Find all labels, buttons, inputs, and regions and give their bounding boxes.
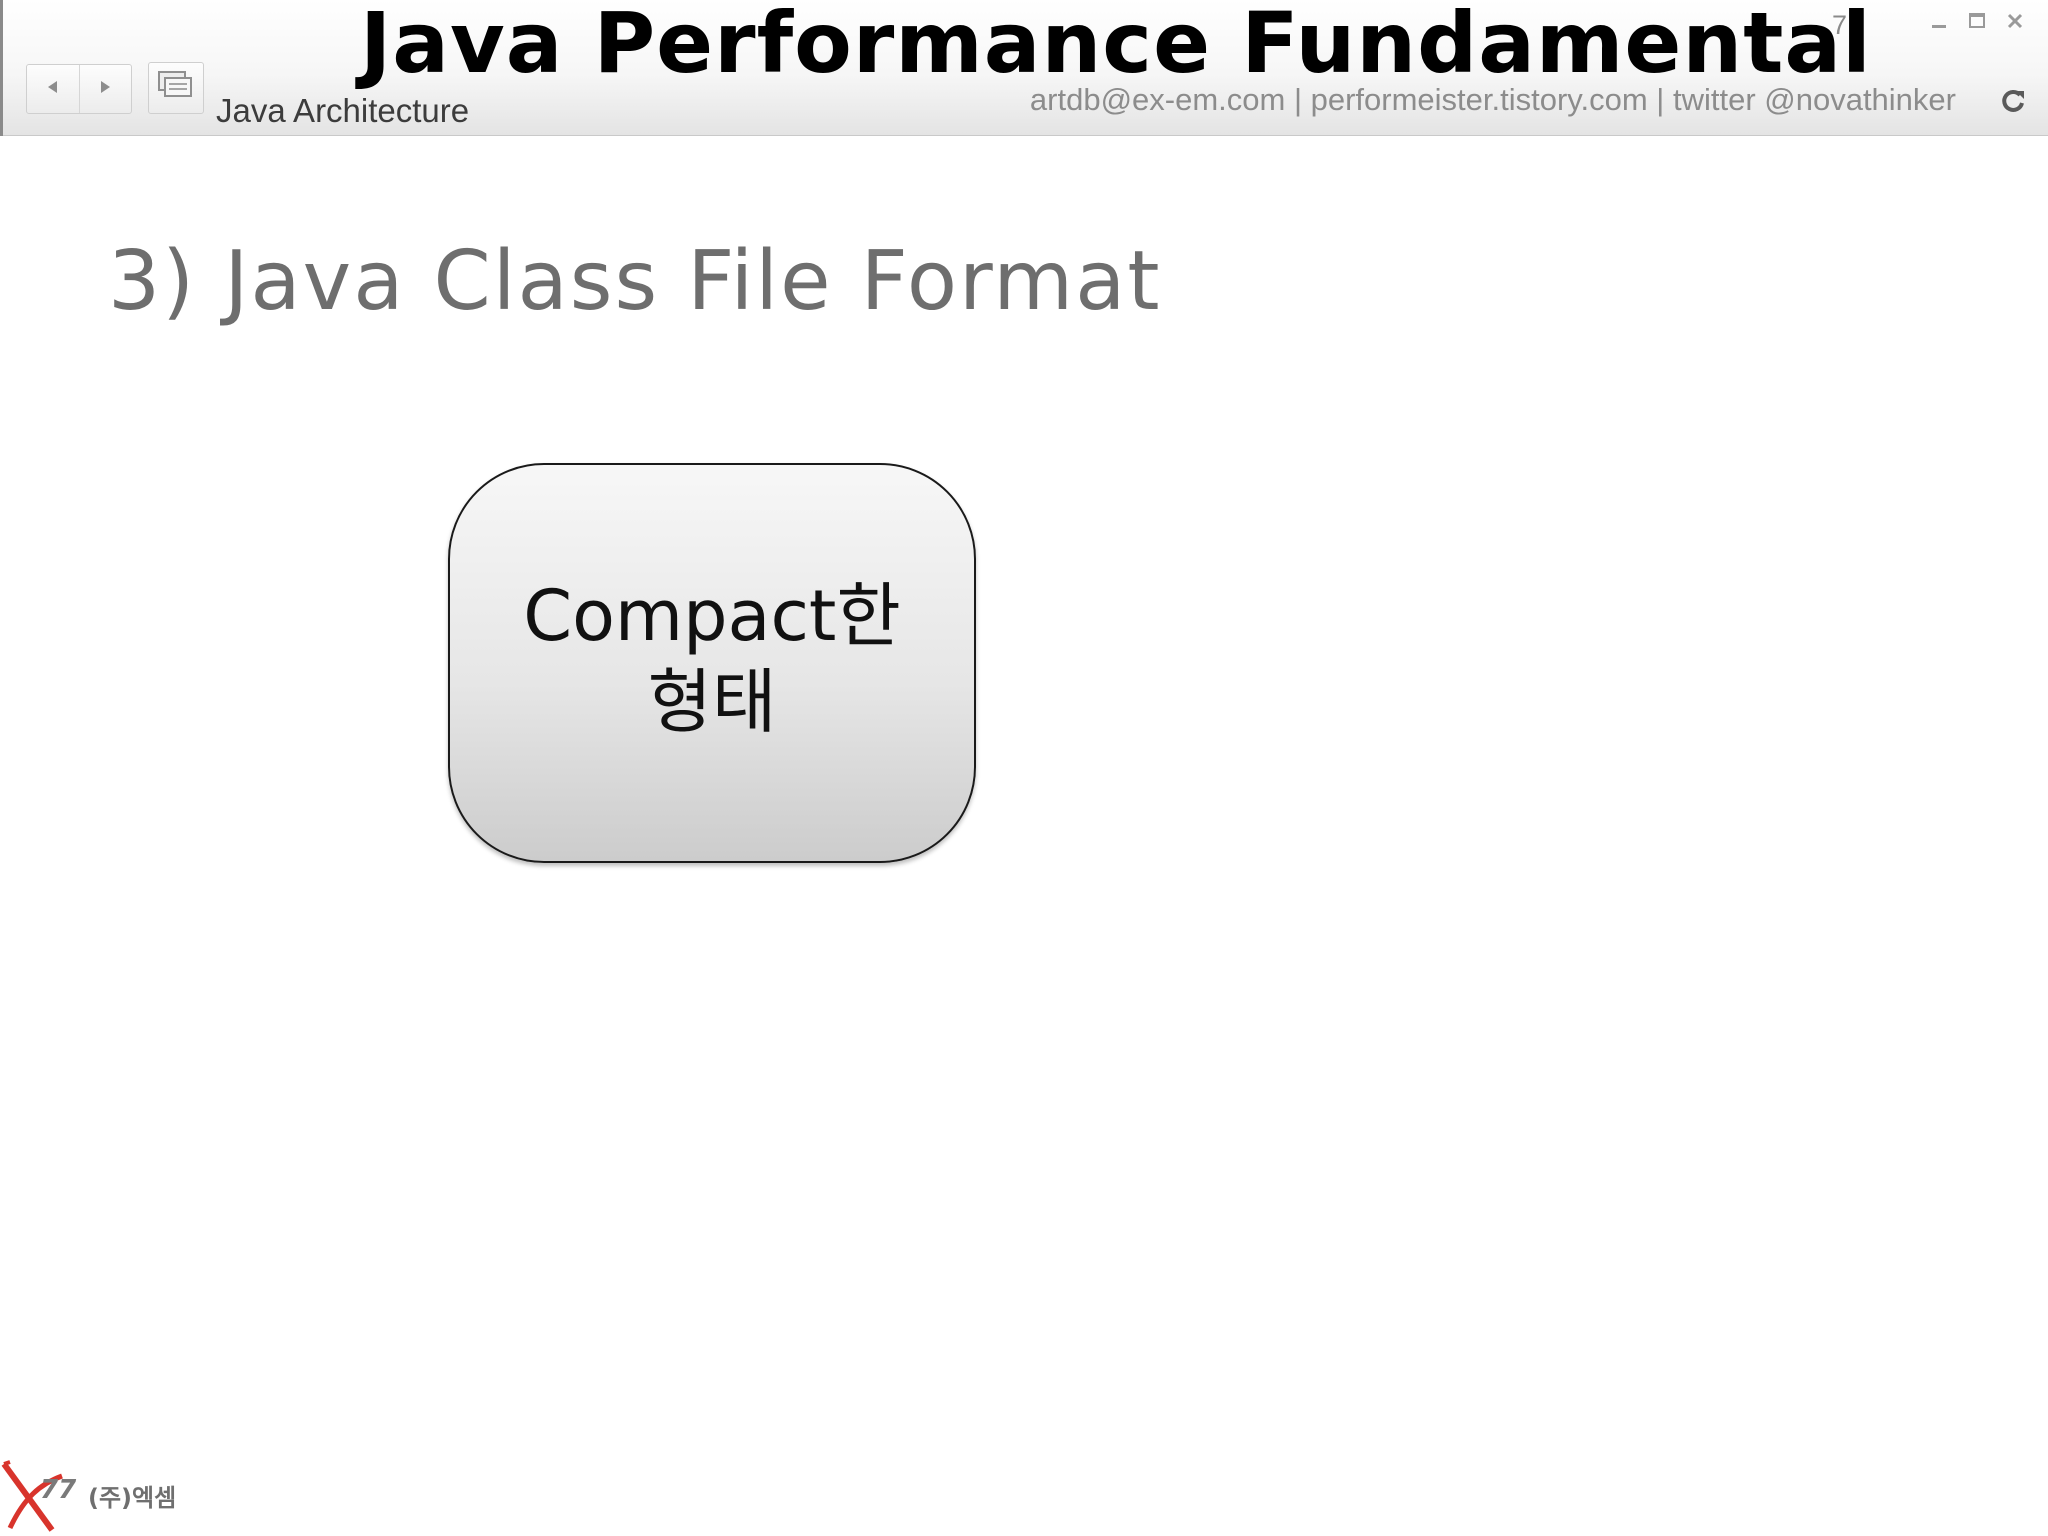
company-logo: 77	[0, 1458, 170, 1536]
section-subtitle: Java Architecture	[216, 92, 470, 129]
refresh-icon	[2000, 88, 2026, 118]
title-bar: Java Architecture Java Performance Funda…	[0, 0, 2048, 136]
window-edge	[0, 0, 3, 136]
previous-slide-button[interactable]	[27, 65, 79, 113]
close-icon	[2006, 12, 2024, 34]
company-name: (주)엑셈	[88, 1484, 177, 1512]
maximize-icon	[1968, 12, 1986, 34]
svg-text:77: 77	[40, 1475, 77, 1505]
triangle-right-icon	[97, 79, 113, 100]
concept-line-2: 형태	[647, 661, 777, 743]
presentation-title: Java Performance Fundamental	[360, 0, 1872, 92]
maximize-button[interactable]	[1966, 12, 1988, 34]
slide-heading: 3) Java Class File Format	[108, 234, 1162, 329]
next-slide-button[interactable]	[78, 65, 132, 113]
slide-overview-button[interactable]	[148, 62, 204, 114]
slide-navigation	[26, 64, 132, 114]
refresh-button[interactable]	[1998, 88, 2028, 118]
close-button[interactable]	[2004, 12, 2026, 34]
slides-icon	[157, 70, 195, 106]
concept-text: Compact한 형태	[450, 573, 974, 745]
minimize-icon	[1930, 12, 1948, 34]
triangle-left-icon	[45, 79, 61, 100]
concept-line-1: Compact한	[523, 575, 901, 657]
page-number: 7	[1832, 10, 1848, 40]
minimize-button[interactable]	[1928, 12, 1950, 34]
window-controls	[1928, 12, 2026, 34]
contact-info: artdb@ex-em.com | performeister.tistory.…	[1029, 82, 1956, 117]
concept-box: Compact한 형태	[448, 463, 976, 863]
